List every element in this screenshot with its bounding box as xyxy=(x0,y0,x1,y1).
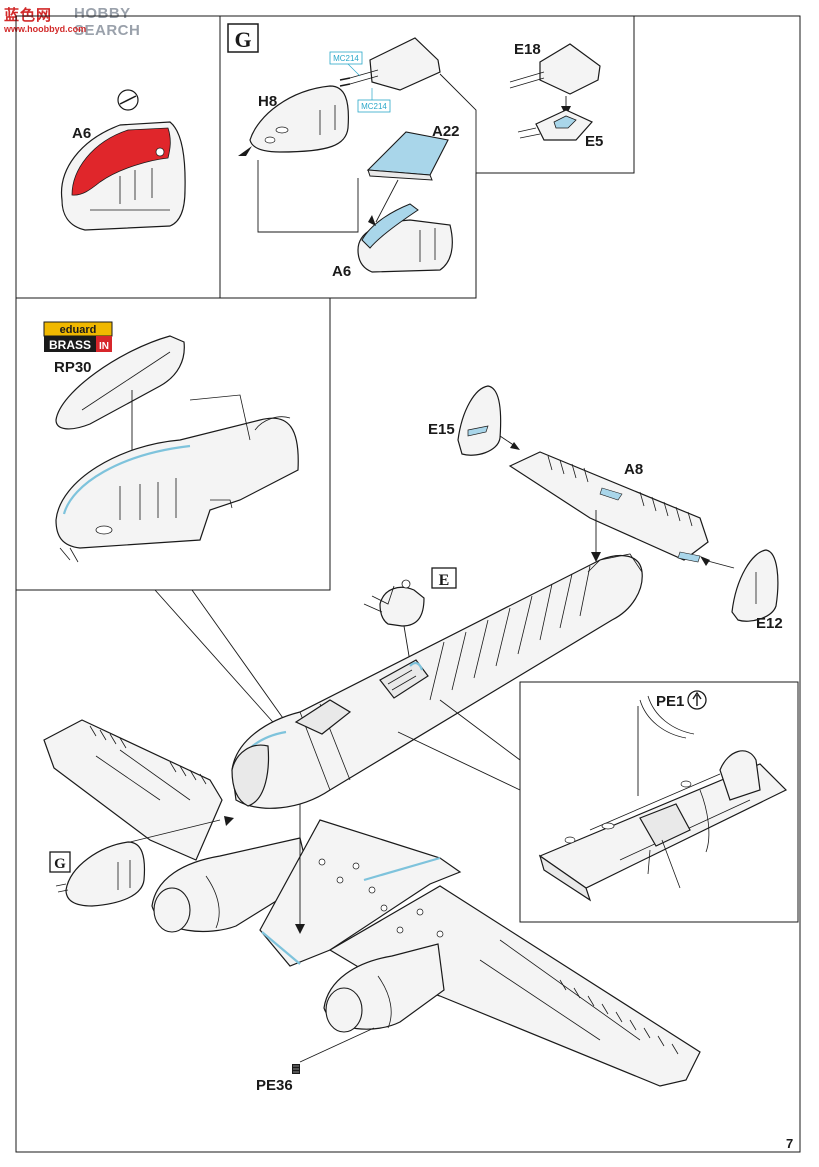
panel-g-top-frame xyxy=(219,16,635,299)
part-e15 xyxy=(457,385,502,456)
label-pe1: PE1 xyxy=(656,693,684,710)
panel-brassin-frame xyxy=(16,297,331,591)
page-number: 7 xyxy=(786,1136,793,1151)
part-g-nose xyxy=(55,841,146,907)
paint-area xyxy=(71,127,171,196)
part-a22-clear xyxy=(366,131,449,181)
part-rp30 xyxy=(55,335,185,430)
left-engine xyxy=(151,837,311,933)
watermark-text: HOBBY SEARCH xyxy=(74,5,141,39)
part-pe36 xyxy=(292,1064,300,1074)
brassin-right: IN xyxy=(99,341,109,352)
callout-mc214-a: MC214 xyxy=(333,54,359,63)
brassin-nose-assembly xyxy=(55,394,299,563)
box-g-top xyxy=(227,23,259,53)
part-pe1-belts xyxy=(639,695,695,739)
part-e12 xyxy=(731,549,779,622)
label-a22: A22 xyxy=(432,123,460,140)
cockpit-tub xyxy=(538,750,788,902)
label-a6-mid: A6 xyxy=(332,263,351,280)
brassin-left: BRASS xyxy=(49,338,91,352)
label-e12: E12 xyxy=(756,615,783,632)
box-e xyxy=(431,567,457,589)
label-e15: E15 xyxy=(428,421,455,438)
part-mc214-guns xyxy=(339,37,441,91)
label-e5: E5 xyxy=(585,133,603,150)
part-e5 xyxy=(517,109,593,141)
box-g-left xyxy=(49,851,71,873)
center-wing xyxy=(259,819,462,967)
brassin-top: eduard xyxy=(60,324,97,336)
part-e18 xyxy=(509,43,601,95)
box-g-left-letter: G xyxy=(54,856,66,872)
callout-box-a xyxy=(329,51,363,65)
watermark-url: www.hoobbyd.com xyxy=(4,24,87,34)
label-e18: E18 xyxy=(514,41,541,58)
label-h8: H8 xyxy=(258,93,277,110)
part-a6-assembled xyxy=(357,203,453,273)
brassin-logo xyxy=(43,321,113,352)
callout-mc214-b: MC214 xyxy=(361,102,387,111)
label-a6-top: A6 xyxy=(72,125,91,142)
rotate-icon xyxy=(687,690,707,710)
sheet-border xyxy=(15,15,801,1153)
panel-cockpit-frame xyxy=(519,681,799,923)
label-a8: A8 xyxy=(624,461,643,478)
part-a8 xyxy=(508,451,709,563)
box-e-letter: E xyxy=(439,572,450,589)
label-pe36: PE36 xyxy=(256,1077,293,1094)
box-g-top-letter: G xyxy=(234,27,251,52)
part-h8 xyxy=(238,85,350,156)
callout-box-b xyxy=(357,99,391,113)
fuselage xyxy=(231,553,643,809)
part-e-sub-assembly xyxy=(363,579,425,627)
part-a6-painted xyxy=(60,89,186,231)
right-engine xyxy=(323,943,445,1033)
left-wing xyxy=(43,719,223,861)
label-rp30: RP30 xyxy=(54,359,92,376)
